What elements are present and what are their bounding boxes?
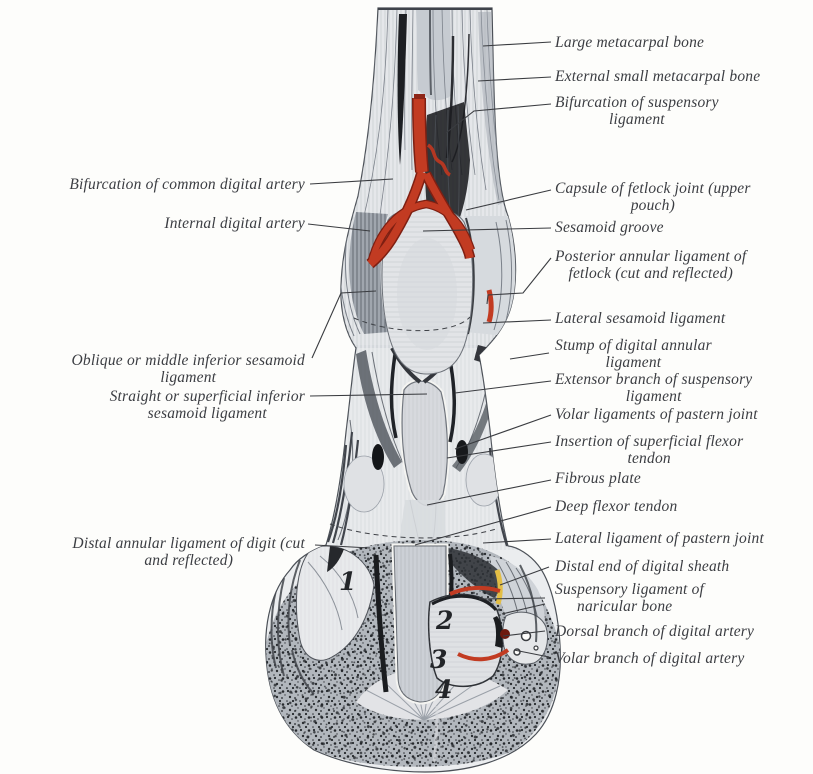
digital-artery: [366, 94, 494, 323]
leader-lines: [307, 41, 552, 658]
label-large-metacarpal-bone: Large metacarpal bone: [555, 34, 705, 51]
figure-number-3: 3: [430, 645, 448, 674]
dashed-section-lines: [329, 316, 497, 539]
lateral-wing: [465, 453, 503, 507]
label-internal-digital-artery: Internal digital artery: [164, 215, 305, 232]
dorsal-digital-artery: [449, 585, 501, 596]
volar-digital-artery: [457, 648, 510, 662]
label-dorsal-branch-digital-artery: Dorsal branch of digital artery: [555, 623, 755, 640]
label-lateral-ligament-pastern-joint: Lateral ligament of pastern joint: [555, 530, 764, 547]
label-lateral-sesamoid-ligament: Lateral sesamoid ligament: [555, 310, 726, 327]
label-sesamoid-groove: Sesamoid groove: [555, 219, 664, 236]
figure-number-2: 2: [436, 606, 454, 635]
medial-pocket: [372, 444, 384, 470]
label-distal-end-digital-sheath: Distal end of digital sheath: [555, 558, 730, 575]
navicular-suspensory-ligament: [494, 569, 503, 605]
lateral-fetlock-band: [464, 216, 516, 336]
label-volar-branch-digital-artery: Volar branch of digital artery: [555, 650, 745, 667]
label-bifurcation-common-digital-artery: Bifurcation of common digital artery: [69, 176, 305, 193]
artery-section: [500, 629, 510, 639]
label-fibrous-plate: Fibrous plate: [555, 470, 641, 487]
medial-oblique-band: [356, 350, 402, 468]
medial-flexor-edge: [389, 347, 398, 439]
lateral-pocket: [456, 440, 468, 464]
heel-notch: [327, 546, 344, 572]
figure-number-1: 1: [339, 567, 357, 596]
fetlock-capsule: [381, 207, 474, 375]
heel-hatching: [270, 559, 538, 695]
label-external-small-metacarpal-bone: External small metacarpal bone: [555, 68, 761, 85]
label-volar-ligaments-pastern-joint: Volar ligaments of pastern joint: [555, 406, 758, 423]
medial-crevice: [373, 554, 389, 693]
central-groove-shading: [416, 8, 452, 101]
lateral-edge-shading: [478, 12, 510, 205]
interosseous-groove: [397, 14, 407, 165]
frog-cleft: [432, 705, 439, 763]
cartilage-foramen-3: [533, 645, 539, 651]
medial-wing: [343, 455, 385, 513]
sheath-knot: [448, 548, 501, 598]
lateral-dark-pocket: [493, 616, 504, 648]
figure-number-4: 4: [435, 675, 453, 704]
label-deep-flexor-tendon: Deep flexor tendon: [555, 498, 678, 515]
